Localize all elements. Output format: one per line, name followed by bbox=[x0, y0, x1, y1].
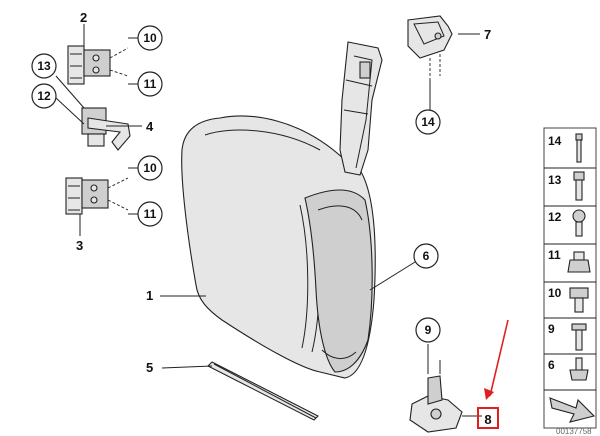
callout-circle-10-mid bbox=[137, 155, 163, 181]
callout-8: 8 bbox=[484, 412, 491, 427]
legend-num: 12 bbox=[548, 210, 562, 224]
callout-8-highlight bbox=[477, 407, 499, 429]
callout-circle-9 bbox=[415, 317, 441, 343]
callout-9: 9 bbox=[425, 323, 432, 337]
legend-num: 9 bbox=[548, 322, 555, 336]
legend-frame bbox=[543, 127, 597, 429]
callout-13: 13 bbox=[37, 59, 51, 73]
callout-7: 7 bbox=[484, 27, 491, 42]
callout-14: 14 bbox=[421, 115, 435, 129]
legend-num: 10 bbox=[548, 286, 562, 300]
seal-strip[interactable] bbox=[207, 361, 319, 421]
highlight-arrow bbox=[484, 319, 509, 400]
lower-hinge[interactable] bbox=[65, 177, 129, 215]
legend-row-14: 14 bbox=[548, 133, 583, 163]
diagram-code: 00137758 bbox=[556, 427, 592, 436]
direction-arrow-icon bbox=[549, 397, 596, 423]
window-frame[interactable] bbox=[339, 41, 383, 176]
hinge-pillar-part[interactable] bbox=[407, 15, 453, 80]
callout-circle-12 bbox=[31, 83, 57, 109]
legend-num: 6 bbox=[548, 358, 555, 372]
bracket-part[interactable] bbox=[409, 360, 463, 433]
callout-circle-11-mid bbox=[137, 201, 163, 227]
legend-num: 11 bbox=[548, 248, 561, 262]
legend-row-9: 9 bbox=[548, 322, 587, 351]
callout-2: 2 bbox=[80, 10, 87, 25]
legend-num: 14 bbox=[548, 134, 562, 148]
callout-11-top: 11 bbox=[144, 77, 157, 91]
legend-num: 13 bbox=[548, 173, 562, 187]
callout-circle-6 bbox=[413, 243, 439, 269]
callout-circle-10-top bbox=[137, 25, 163, 51]
legend-row-10: 10 bbox=[548, 286, 589, 313]
callout-11-mid: 11 bbox=[144, 207, 157, 221]
door-shell[interactable] bbox=[181, 115, 376, 379]
callouts: 2 10 11 13 12 4 10 11 3 7 14 6 1 5 9 8 bbox=[31, 10, 499, 429]
callout-3: 3 bbox=[76, 238, 83, 253]
callout-10-mid: 10 bbox=[143, 161, 157, 175]
upper-hinge[interactable] bbox=[67, 45, 129, 85]
check-strap[interactable] bbox=[81, 107, 131, 151]
callout-1: 1 bbox=[146, 288, 153, 303]
callout-circle-13 bbox=[31, 53, 57, 79]
callout-6: 6 bbox=[423, 249, 430, 263]
legend-row-6: 6 bbox=[548, 357, 589, 381]
callout-circle-11-top bbox=[137, 71, 163, 97]
legend-row-13: 13 bbox=[548, 171, 585, 201]
legend-row-12: 12 bbox=[548, 209, 586, 237]
callout-5: 5 bbox=[146, 360, 153, 375]
callout-circle-14 bbox=[415, 109, 441, 135]
callout-10-top: 10 bbox=[143, 31, 157, 45]
fastener-legend: 14 13 12 11 10 9 bbox=[543, 127, 597, 429]
callout-12: 12 bbox=[37, 89, 51, 103]
callout-4: 4 bbox=[146, 119, 154, 134]
legend-row-11: 11 bbox=[548, 248, 591, 273]
